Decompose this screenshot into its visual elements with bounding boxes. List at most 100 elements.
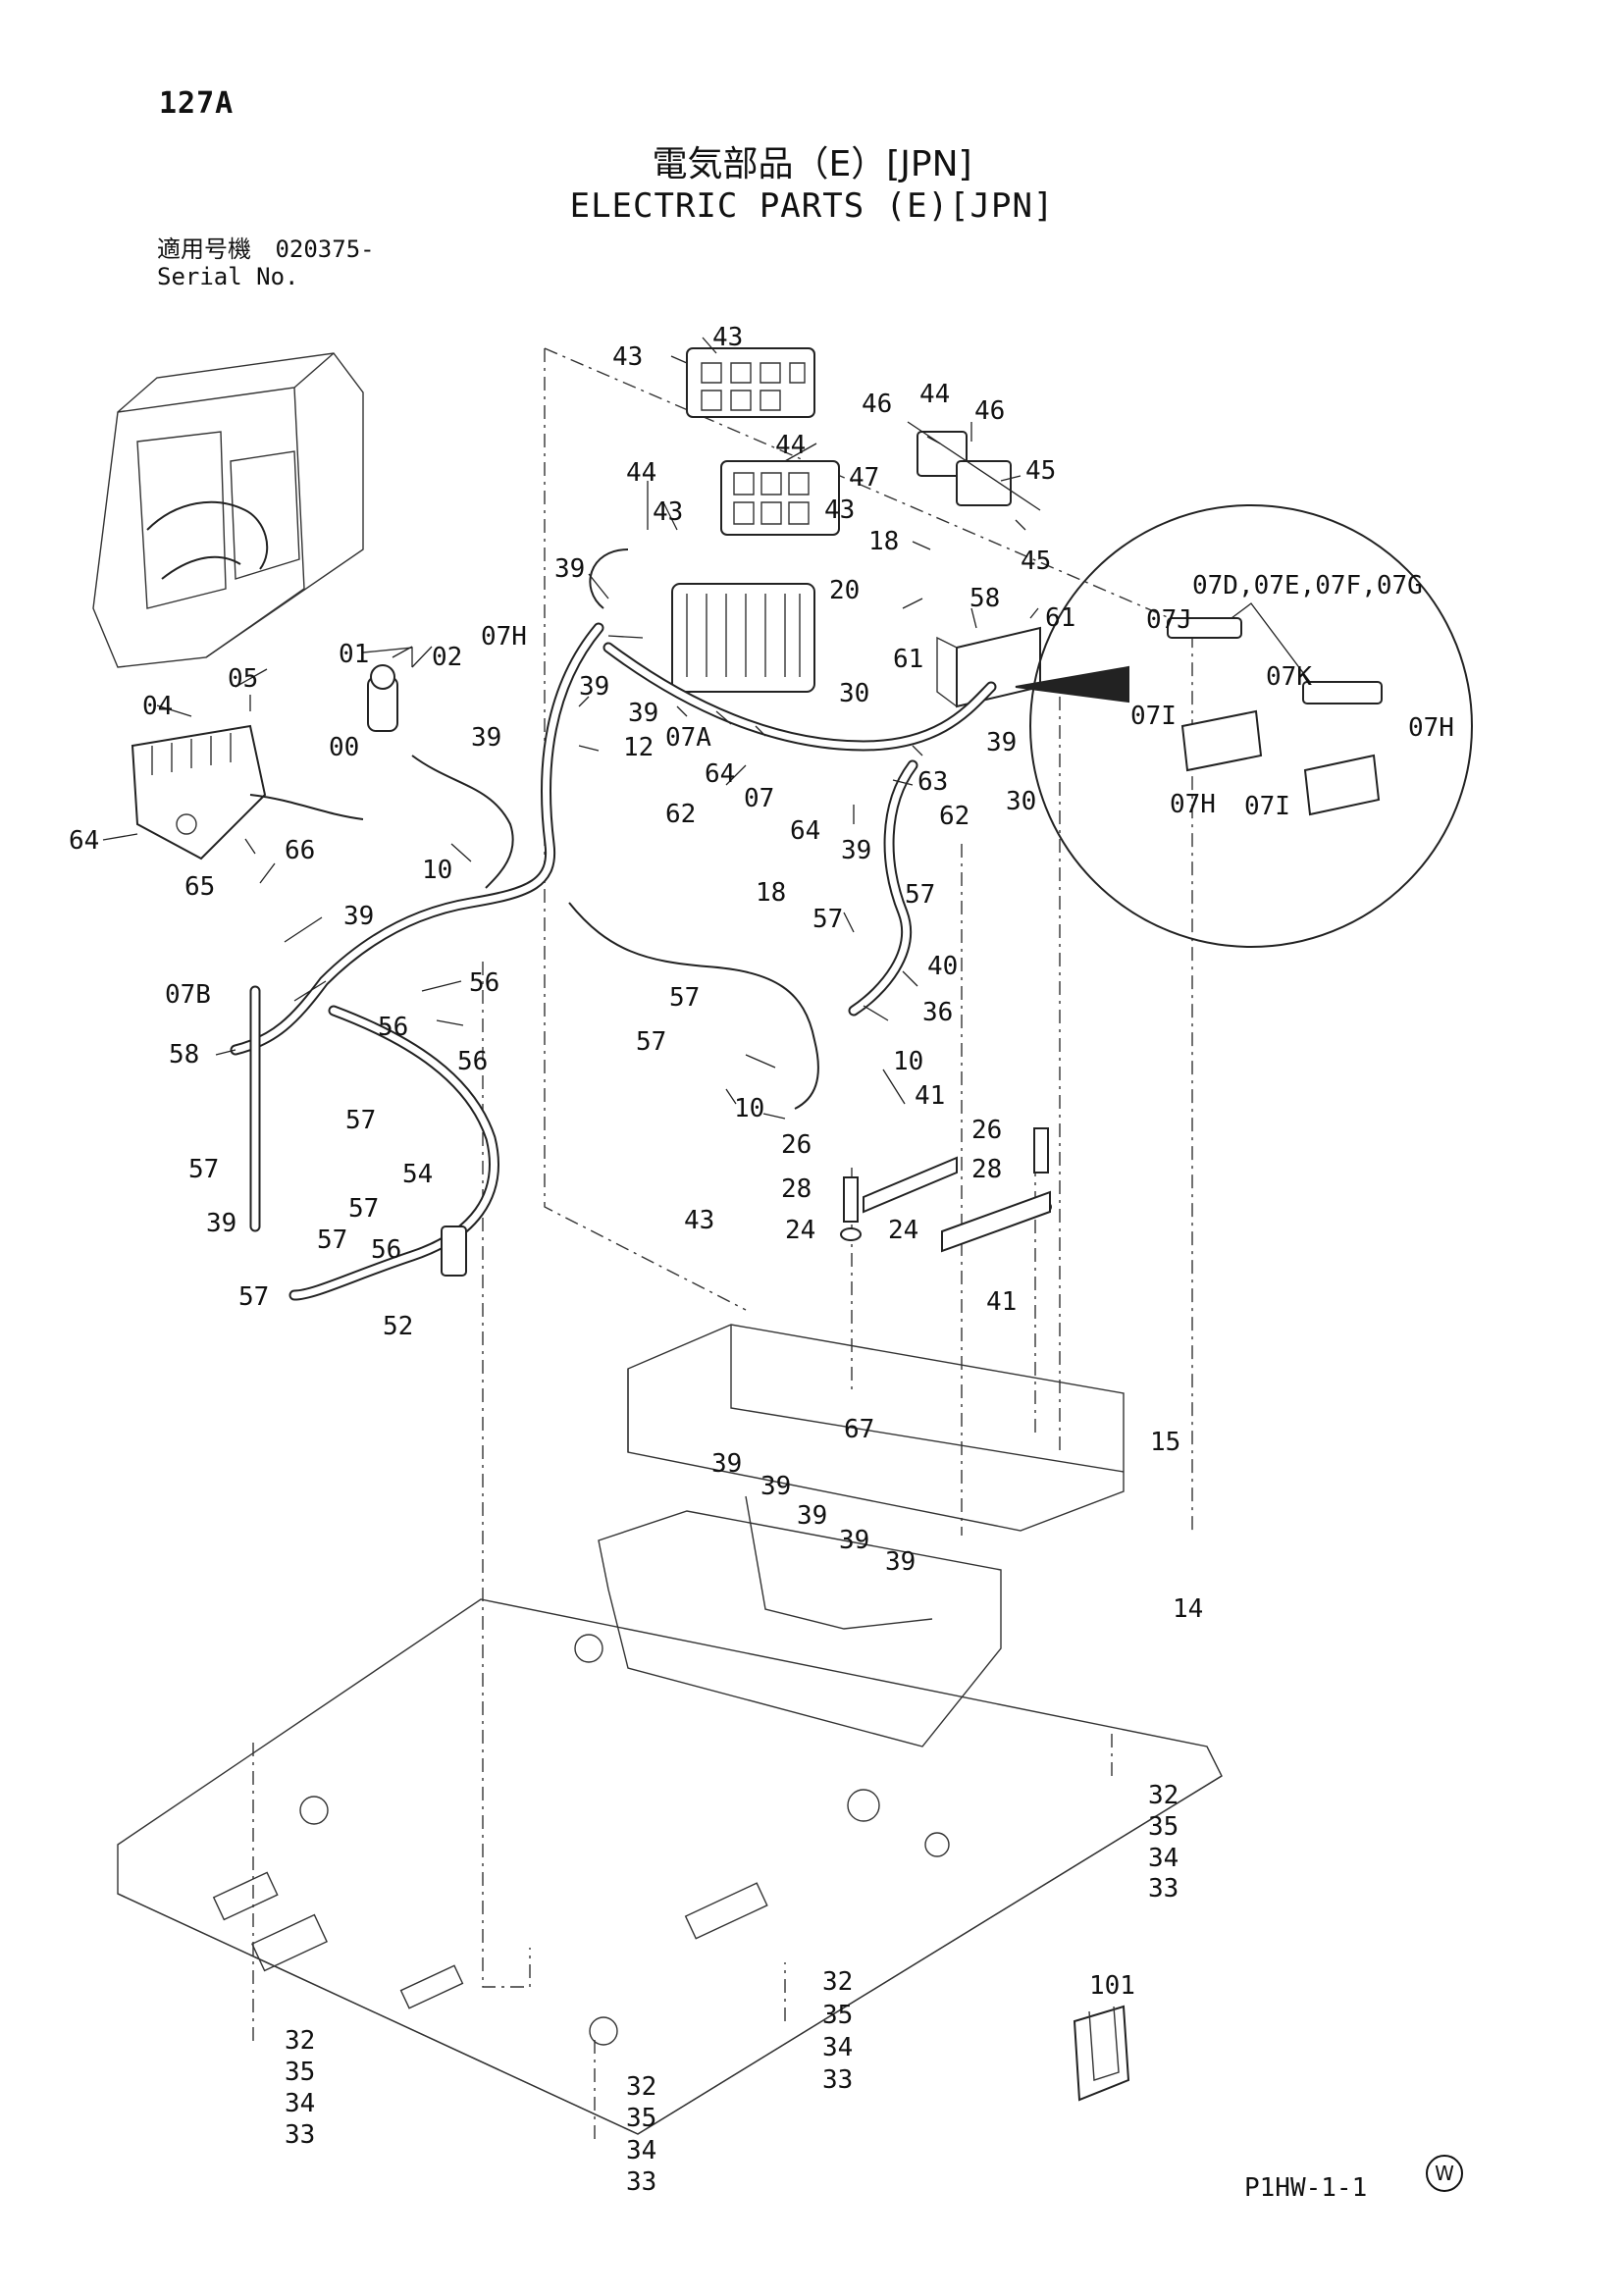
callout: 02 [432, 643, 462, 672]
callout: 56 [371, 1235, 401, 1265]
callout: 57 [669, 983, 700, 1013]
serial-number-block: 適用号機 020375- Serial No. [157, 235, 375, 290]
callout: 43 [712, 323, 743, 352]
key-switch [362, 647, 413, 732]
callout: 39 [986, 728, 1017, 757]
callout: 39 [579, 672, 609, 702]
callout: 43 [612, 342, 643, 372]
callout: 10 [893, 1047, 923, 1076]
callout: 33 [1148, 1874, 1179, 1904]
callout: 61 [1045, 603, 1075, 633]
callout: 07 [744, 784, 774, 813]
fasteners [441, 1127, 1130, 2102]
callout: 54 [402, 1160, 433, 1189]
callout: 34 [285, 2089, 315, 2118]
callout: 32 [285, 2026, 315, 2056]
callout: 65 [184, 872, 215, 902]
callout: 47 [849, 463, 879, 493]
callout: 57 [905, 880, 935, 910]
callout: 28 [781, 1174, 812, 1204]
fuse-box-main [671, 583, 815, 693]
callout: 18 [756, 878, 786, 908]
callout: 07H [1170, 790, 1216, 819]
wire-harness [230, 548, 997, 1301]
callout: 35 [285, 2058, 315, 2087]
detail-header-label: 07D,07E,07F,07G [1192, 571, 1423, 600]
callout: 62 [665, 800, 696, 829]
callout: 101 [1089, 1971, 1135, 2001]
cab-thumbnail [92, 352, 364, 668]
drawing-code: P1HW-1-1 [1244, 2173, 1368, 2203]
callout: 07I [1244, 792, 1290, 821]
callout: 18 [868, 527, 899, 556]
callout: 07B [165, 980, 211, 1010]
callout: 41 [915, 1081, 945, 1111]
callout: 39 [711, 1449, 742, 1479]
callout: 57 [317, 1226, 347, 1255]
callout: 57 [188, 1155, 219, 1184]
callout: 39 [797, 1501, 827, 1531]
callout: 43 [824, 496, 855, 525]
callout: 39 [206, 1209, 236, 1238]
relay-block-middle [720, 460, 840, 536]
callout: 63 [917, 767, 948, 797]
callout: 00 [329, 733, 359, 762]
callout: 58 [169, 1040, 199, 1069]
callout: 57 [812, 905, 843, 934]
callout: 26 [971, 1116, 1002, 1145]
callout: 10 [734, 1094, 764, 1123]
callout: 57 [348, 1194, 379, 1224]
callout: 07K [1266, 662, 1312, 692]
callout: 30 [839, 679, 869, 708]
callout: 45 [1021, 547, 1051, 576]
callout: 39 [471, 723, 501, 753]
callout: 39 [841, 836, 871, 865]
floor-frame [117, 1324, 1223, 2135]
callout: 56 [469, 968, 499, 998]
callout: 57 [636, 1027, 666, 1057]
page-title-japanese: 電気部品（E）[JPN] [652, 144, 972, 184]
callout: 28 [971, 1155, 1002, 1184]
callout: 30 [1006, 787, 1036, 816]
leader-lines [102, 337, 1039, 1120]
serial-label-english: Serial No. [157, 263, 299, 290]
callout: 07H [481, 622, 527, 652]
callout: 56 [378, 1013, 408, 1042]
callout: 14 [1173, 1594, 1203, 1624]
callout: 67 [844, 1415, 874, 1444]
callout: 07A [665, 723, 711, 753]
page-title-english: ELECTRIC PARTS (E)[JPN] [569, 186, 1055, 226]
callout: 10 [422, 856, 452, 885]
callout: 39 [343, 902, 374, 931]
callout: 15 [1150, 1428, 1180, 1457]
callout: 32 [1148, 1781, 1179, 1810]
callout: 33 [285, 2120, 315, 2150]
callout: 39 [628, 699, 658, 728]
callout: 24 [785, 1216, 815, 1245]
callout: 33 [626, 2167, 656, 2197]
callout: 26 [781, 1130, 812, 1160]
switch-panel [131, 724, 364, 861]
callout: 61 [893, 645, 923, 674]
callout: 04 [142, 692, 173, 721]
callout: 43 [653, 497, 683, 527]
callout: 39 [885, 1547, 916, 1577]
callout: 34 [1148, 1844, 1179, 1873]
callout: 07H [1408, 713, 1454, 743]
callout: 41 [986, 1287, 1017, 1317]
serial-label-japanese: 適用号機 [157, 235, 251, 263]
callout: 44 [919, 380, 950, 409]
serial-value: 020375- [275, 235, 375, 263]
callout: 07J [1146, 605, 1192, 635]
relay-pair-right [907, 421, 1041, 511]
callout: 39 [554, 554, 585, 584]
callout: 64 [705, 759, 735, 789]
callout: 62 [939, 802, 969, 831]
callout: 64 [69, 826, 99, 856]
callout: 57 [345, 1106, 376, 1135]
callout: 64 [790, 816, 820, 846]
callout: 35 [1148, 1812, 1179, 1842]
callout: 46 [974, 396, 1005, 426]
